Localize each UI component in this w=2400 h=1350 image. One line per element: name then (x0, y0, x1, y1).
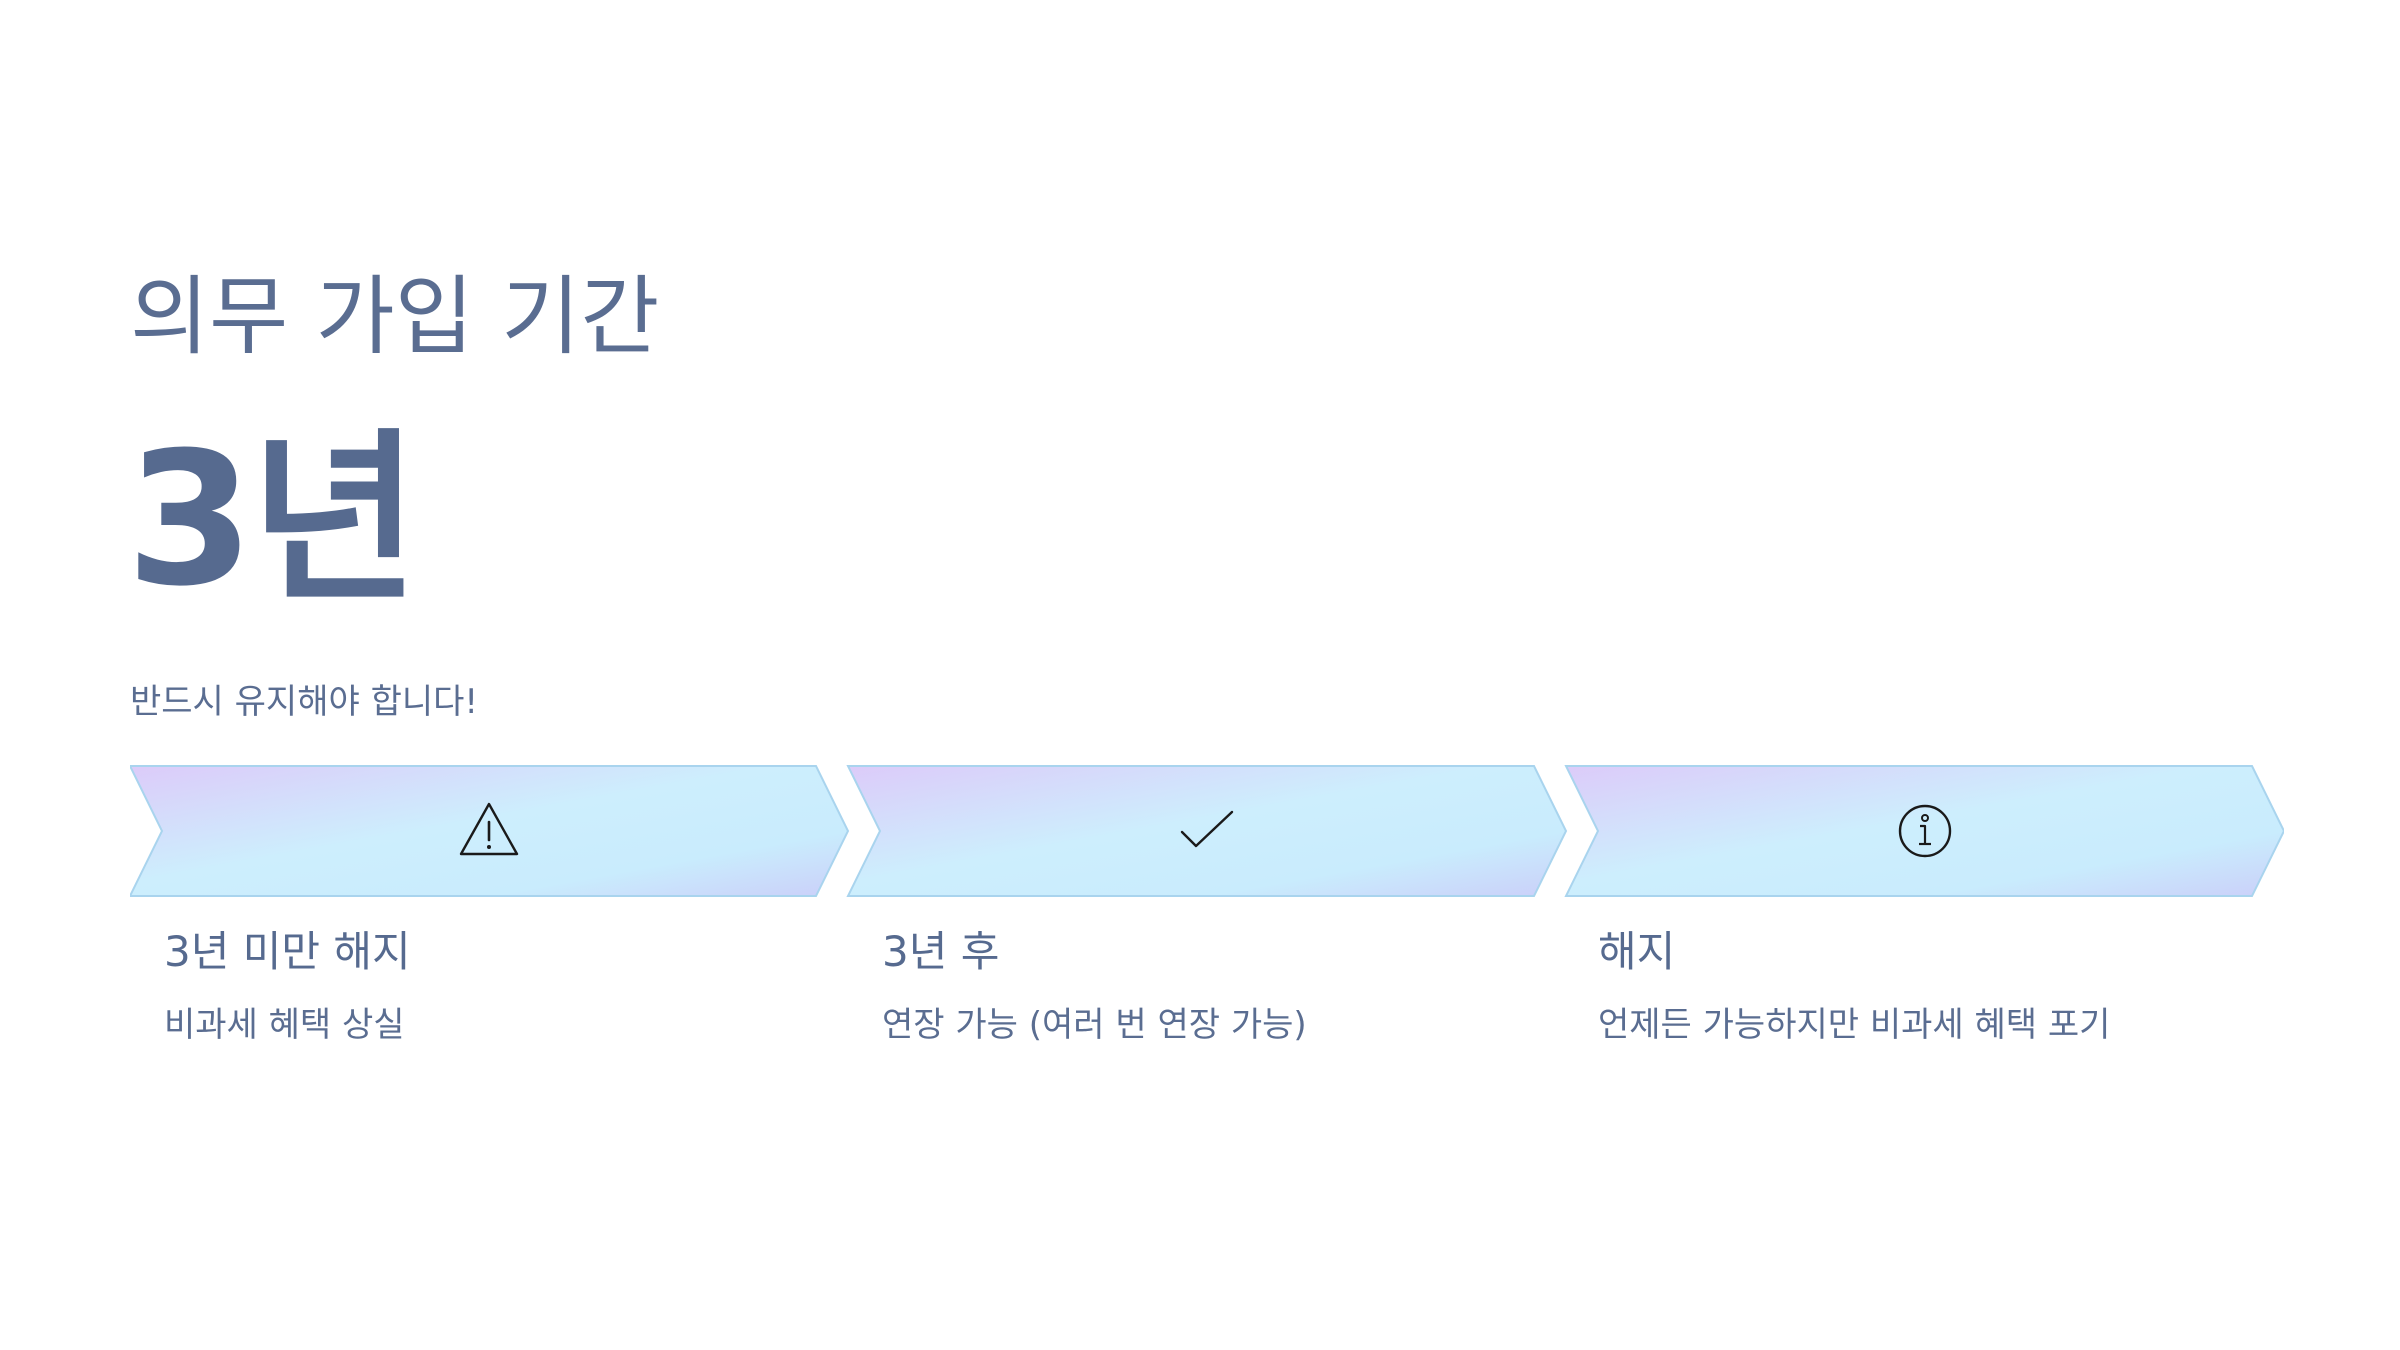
step-1-description: 비과세 혜택 상실 (164, 1005, 405, 1045)
step-3-title: 해지 (1598, 927, 1676, 976)
check-icon (1180, 810, 1234, 848)
step-2-description: 연장 가능 (여러 번 연장 가능) (882, 1005, 1307, 1045)
step-2-title: 3년 후 (882, 927, 1000, 976)
warning-icon (459, 802, 519, 856)
info-icon (1898, 804, 1952, 858)
chevron-step-2 (846, 765, 1568, 897)
section-title: 의무 가입 기간 (130, 267, 660, 367)
step-1-title: 3년 미만 해지 (164, 927, 411, 976)
process-steps: 3년 미만 해지 비과세 혜택 상실 3년 후 연장 가능 (여러 번 연장 가… (130, 764, 2284, 1045)
requirement-note: 반드시 유지해야 합니다! (130, 682, 479, 722)
period-value: 3년 (126, 413, 419, 627)
step-3-description: 언제든 가능하지만 비과세 혜택 포기 (1598, 1005, 2111, 1045)
